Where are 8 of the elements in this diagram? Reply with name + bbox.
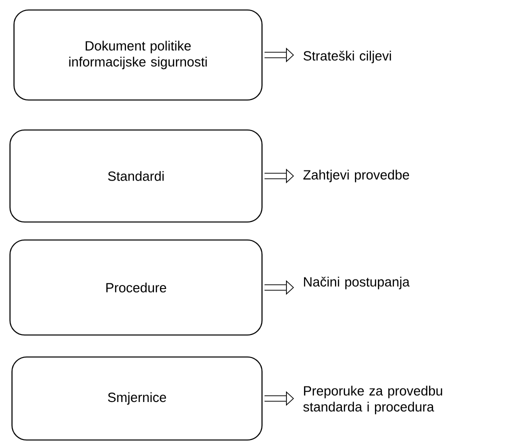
- rounded-box: Smjernice: [11, 356, 263, 441]
- rounded-box: Procedure: [9, 239, 263, 336]
- rounded-box: Standardi: [9, 129, 263, 223]
- description-text: Strateški ciljevi: [304, 50, 391, 64]
- description-text: Zahtjevi provedbe: [303, 170, 410, 182]
- rounded-box: Dokument politike informacijske sigurnosti: [13, 9, 263, 101]
- description-text: Preporuke za provedbu standarda i procedura: [303, 386, 442, 414]
- description-text: Načini postupanja: [304, 276, 410, 290]
